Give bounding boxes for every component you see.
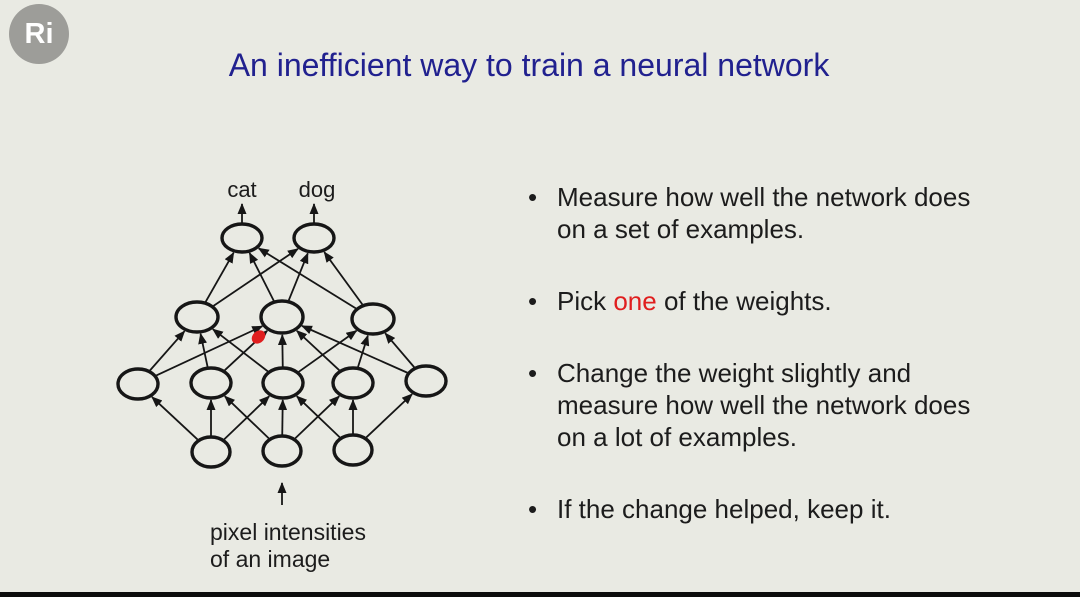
bottom-bar <box>0 592 1080 597</box>
bullet-line: If the change helped, keep it. <box>557 494 891 524</box>
connection-edge-b2-m4 <box>294 395 340 440</box>
bullet-marker: • <box>528 286 538 316</box>
neuron-node-h1 <box>174 300 220 334</box>
neuron-node-m1 <box>116 367 160 401</box>
connection-edge-m1-h2 <box>155 325 264 377</box>
connection-edge-b1-m1 <box>151 396 199 441</box>
connection-edge-b3-m5 <box>365 393 413 439</box>
ri-logo: Ri <box>9 4 69 64</box>
output-label: cat <box>227 177 256 202</box>
selected-weight-dot <box>251 330 266 344</box>
neuron-node-h3 <box>350 302 396 336</box>
output-label: dog <box>299 177 336 202</box>
bullet-marker: • <box>528 182 538 212</box>
connection-edge-h3-t1 <box>257 247 357 310</box>
connection-edge-h3-t2 <box>323 251 364 306</box>
neuron-node-b1 <box>190 435 232 469</box>
bullet-item: • Pick one of the weights. <box>528 285 998 317</box>
connection-edge-m3-h1 <box>212 328 269 373</box>
neuron-node-t1 <box>220 222 264 254</box>
bullet-line: measure how well the network does <box>557 390 971 420</box>
bullet-line: Change the weight slightly and <box>557 358 912 388</box>
neuron-node-t2 <box>292 222 336 254</box>
connection-edge-h1-t1 <box>204 251 235 303</box>
connection-edge-m5-h3 <box>384 332 415 368</box>
bullet-line: on a set of examples. <box>557 214 805 244</box>
connection-edge-b2-m2 <box>224 395 270 440</box>
connection-edge-m4-h2 <box>296 330 340 371</box>
neuron-node-m2 <box>189 366 233 400</box>
neuron-node-m3 <box>261 366 305 400</box>
bullet-line: Pick one of the weights. <box>557 286 832 316</box>
bullet-line: on a lot of examples. <box>557 422 797 452</box>
connection-edge-h2-t1 <box>248 252 275 302</box>
neuron-node-b3 <box>332 433 374 467</box>
bullet-marker: • <box>528 494 538 524</box>
connection-edge-b2-m3 <box>278 398 288 435</box>
connection-edge-h2-t2 <box>287 252 309 301</box>
input-caption-line: of an image <box>210 546 330 572</box>
connection-edge-m4-h3 <box>357 334 370 368</box>
connection-edge-m1-h1 <box>149 330 186 371</box>
ri-logo-text: Ri <box>24 17 54 50</box>
connection-edge-b3-m3 <box>296 395 341 439</box>
page-title: An inefficient way to train a neural net… <box>228 47 830 83</box>
bullet-text: If the change helped, keep it. <box>557 493 998 525</box>
input-caption-line: pixel intensities <box>210 519 366 545</box>
bullet-marker: • <box>528 358 538 388</box>
bullet-line: Measure how well the network does <box>557 182 971 212</box>
neuron-node-b2 <box>261 434 303 468</box>
connection-edge-m3-h3 <box>298 330 358 373</box>
neuron-node-h2 <box>259 299 305 335</box>
bullet-text: Pick one of the weights. <box>557 285 998 317</box>
connection-edge-m5-h2 <box>301 325 408 374</box>
neuron-node-m4 <box>331 366 375 400</box>
connection-edge-h1-t2 <box>213 248 299 307</box>
connection-edge-m2-h1 <box>198 332 209 367</box>
bullet-item: • If the change helped, keep it. <box>528 493 998 525</box>
neuron-node-m5 <box>404 364 448 398</box>
